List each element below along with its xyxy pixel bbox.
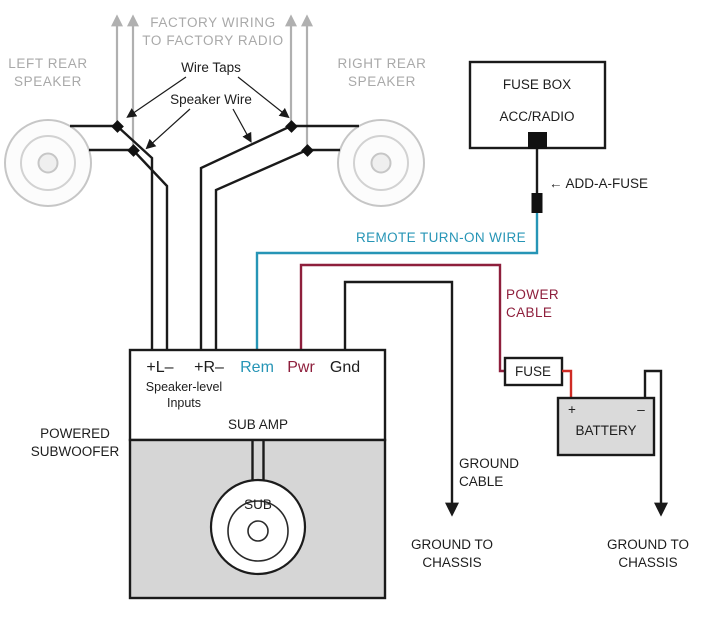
- sub-label: SUB: [244, 497, 272, 512]
- ground-cable-label-line2: CABLE: [459, 474, 503, 489]
- factory-wiring-label-line2: TO FACTORY RADIO: [142, 33, 283, 48]
- factory-wiring-label-line1: FACTORY WIRING: [150, 15, 275, 30]
- acc-radio-label: ACC/RADIO: [499, 109, 574, 124]
- ground-cable-label-line1: GROUND: [459, 456, 519, 471]
- left-rear-speaker-label-line1: LEFT REAR: [8, 56, 87, 71]
- wire-tap-connector: [285, 120, 298, 133]
- left-rear-speaker-icon: [4, 119, 92, 207]
- wire-taps-label: Wire Taps: [181, 60, 241, 75]
- speaker-wire-pointer-arrow: [145, 108, 191, 150]
- speaker-cone-ring: [353, 135, 409, 191]
- speaker-wire-to-amp: [116, 125, 154, 349]
- speaker-level-inputs-line2: Inputs: [167, 396, 201, 410]
- speaker-wire-label: Speaker Wire: [170, 92, 252, 107]
- remote-turn-on-label: REMOTE TURN-ON WIRE: [356, 230, 526, 245]
- sub-amp-title: SUB AMP: [228, 417, 288, 432]
- ground-to-chassis-left-line1: GROUND TO: [411, 537, 493, 552]
- speaker-wire-pointer-arrow: [232, 108, 252, 143]
- fuse-to-battery-wire: [562, 369, 573, 399]
- speaker-wire-to-amp: [214, 148, 308, 349]
- left-rear-speaker-label-line2: SPEAKER: [14, 74, 82, 89]
- inline-fuse: [503, 356, 564, 387]
- amp-terminal-left-input: +L–: [146, 359, 173, 376]
- power-cable-label-line2: CABLE: [506, 305, 552, 320]
- powered-subwoofer-label-line2: SUBWOOFER: [31, 444, 120, 459]
- speaker-dust-cap: [370, 152, 392, 174]
- amp-terminal-right-input: +R–: [194, 359, 224, 376]
- battery-plus-terminal: +: [568, 402, 576, 417]
- add-a-fuse-label: ← ADD-A-FUSE: [549, 176, 648, 191]
- amp-terminal-power: Pwr: [287, 359, 315, 376]
- amp-terminal-remote: Rem: [240, 359, 274, 376]
- right-rear-speaker-icon: [337, 119, 425, 207]
- ground-to-chassis-right-line1: GROUND TO: [607, 537, 689, 552]
- power-cable-wire: [299, 263, 505, 373]
- speaker-cone-ring: [20, 135, 76, 191]
- speaker-wire-to-amp: [132, 149, 169, 349]
- battery-ground-wire: [643, 369, 668, 517]
- amp-ground-wire: [343, 280, 459, 517]
- sub-amp-box: [128, 348, 387, 442]
- speaker-dust-cap: [37, 152, 59, 174]
- battery: [556, 396, 656, 457]
- ground-to-chassis-left-line2: CHASSIS: [422, 555, 481, 570]
- battery-label: BATTERY: [575, 423, 636, 438]
- fuse-box-title: FUSE BOX: [503, 77, 571, 92]
- wire-taps-pointer-arrow: [126, 76, 187, 118]
- wire-tap-connector: [301, 144, 314, 157]
- power-cable-label-line1: POWER: [506, 287, 559, 302]
- wire-taps-pointer-arrow: [237, 76, 290, 119]
- powered-subwoofer-label-line1: POWERED: [40, 426, 110, 441]
- wire-tap-connector: [127, 144, 140, 157]
- sub-speaker-icon: [209, 478, 307, 576]
- sub-dust-cap: [247, 520, 269, 542]
- add-a-fuse-holder: [531, 193, 543, 213]
- speaker-wire-to-amp: [199, 124, 292, 349]
- fuse-socket: [528, 132, 547, 149]
- right-rear-speaker-label-line2: SPEAKER: [348, 74, 416, 89]
- battery-minus-terminal: –: [637, 402, 645, 417]
- right-rear-speaker-label-line1: RIGHT REAR: [337, 56, 426, 71]
- amp-terminal-ground: Gnd: [330, 359, 360, 376]
- speaker-level-inputs-line1: Speaker-level: [146, 380, 222, 394]
- ground-to-chassis-right-line2: CHASSIS: [618, 555, 677, 570]
- sub-cone-ring: [227, 500, 289, 562]
- inline-fuse-label: FUSE: [515, 364, 551, 379]
- remote-turn-on-wire: [255, 213, 539, 349]
